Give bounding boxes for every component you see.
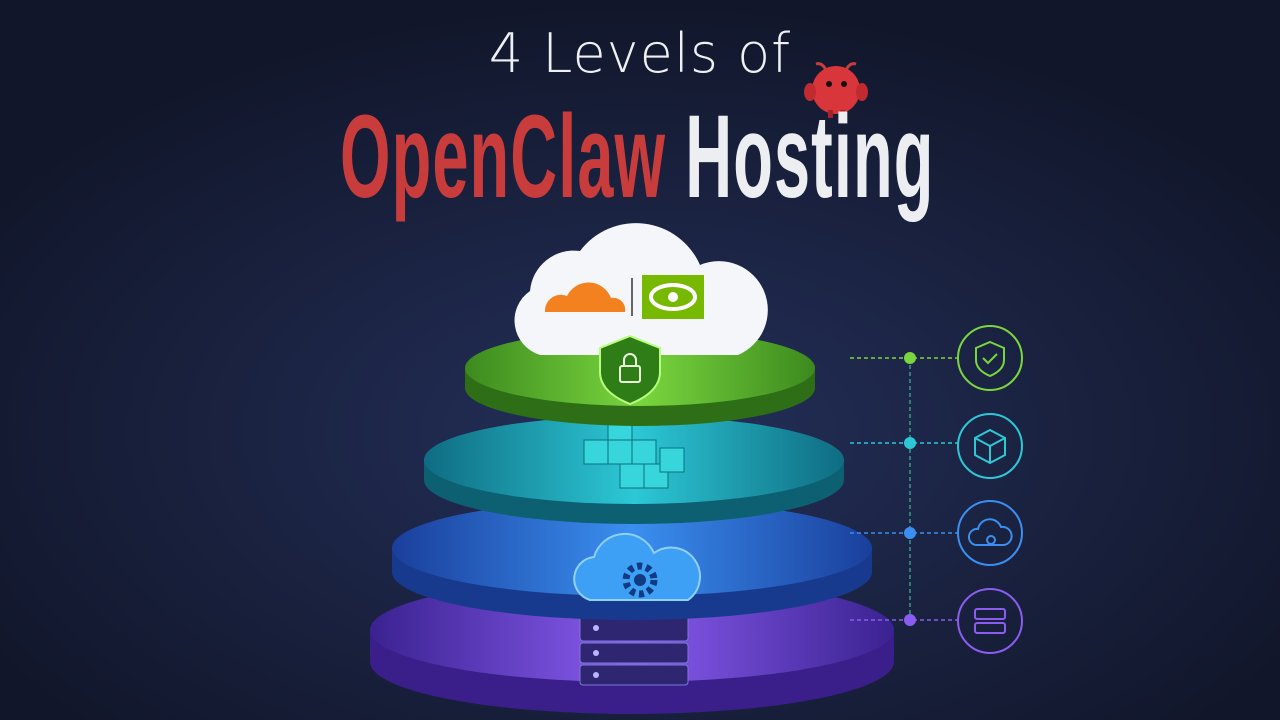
title-hosting: Hosting bbox=[685, 91, 935, 223]
cloudflare-logo bbox=[544, 282, 626, 312]
mascot-icon bbox=[804, 62, 868, 118]
cloud-logos bbox=[514, 223, 768, 355]
title-line-1: 4 Levels of bbox=[488, 22, 792, 85]
server-rack-icon bbox=[579, 614, 689, 686]
level-connector bbox=[850, 357, 958, 621]
box-icon bbox=[957, 413, 1023, 479]
cloud-gear-icon bbox=[573, 532, 701, 601]
shield-lock-icon bbox=[599, 334, 661, 406]
cloud-gear-side-icon bbox=[957, 500, 1023, 566]
title-line-2: OpenClaw Hosting bbox=[340, 92, 940, 222]
brand-name: OpenClaw bbox=[340, 91, 667, 223]
shield-check-icon bbox=[957, 325, 1023, 391]
server-icon bbox=[957, 588, 1023, 654]
nvidia-logo bbox=[642, 275, 704, 319]
